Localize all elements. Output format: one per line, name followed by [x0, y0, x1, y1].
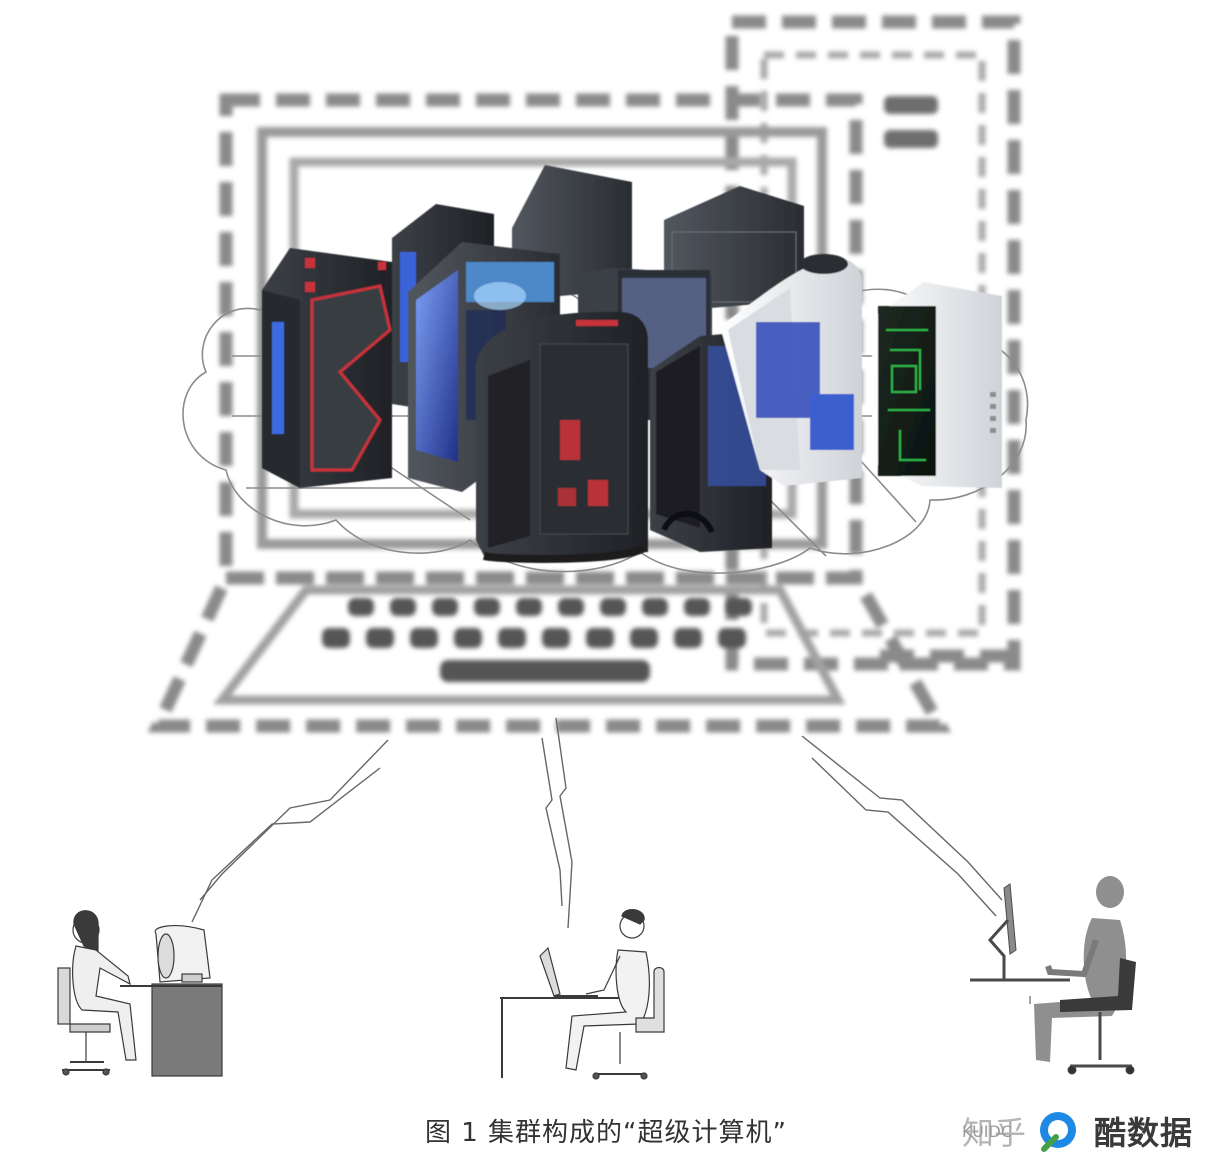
watermark-prefix: 知乎 [962, 1114, 1027, 1152]
watermark-subtitle: KUIDC [962, 1121, 1012, 1141]
desk-user-icon [970, 876, 1136, 1075]
search-icon [1040, 1112, 1077, 1152]
desk-user-icon [57, 910, 223, 1077]
lightning-link-icon [191, 717, 1003, 929]
figure-caption: 图 1 集群构成的“超级计算机” [424, 1118, 787, 1148]
keyboard-keys [322, 598, 752, 682]
cluster-pc-towers-icon [262, 165, 1002, 563]
desk-user-icon [500, 909, 665, 1080]
watermark: 知乎 酷数据 [962, 1108, 1193, 1154]
watermark-brand: 酷数据 [1094, 1114, 1194, 1152]
